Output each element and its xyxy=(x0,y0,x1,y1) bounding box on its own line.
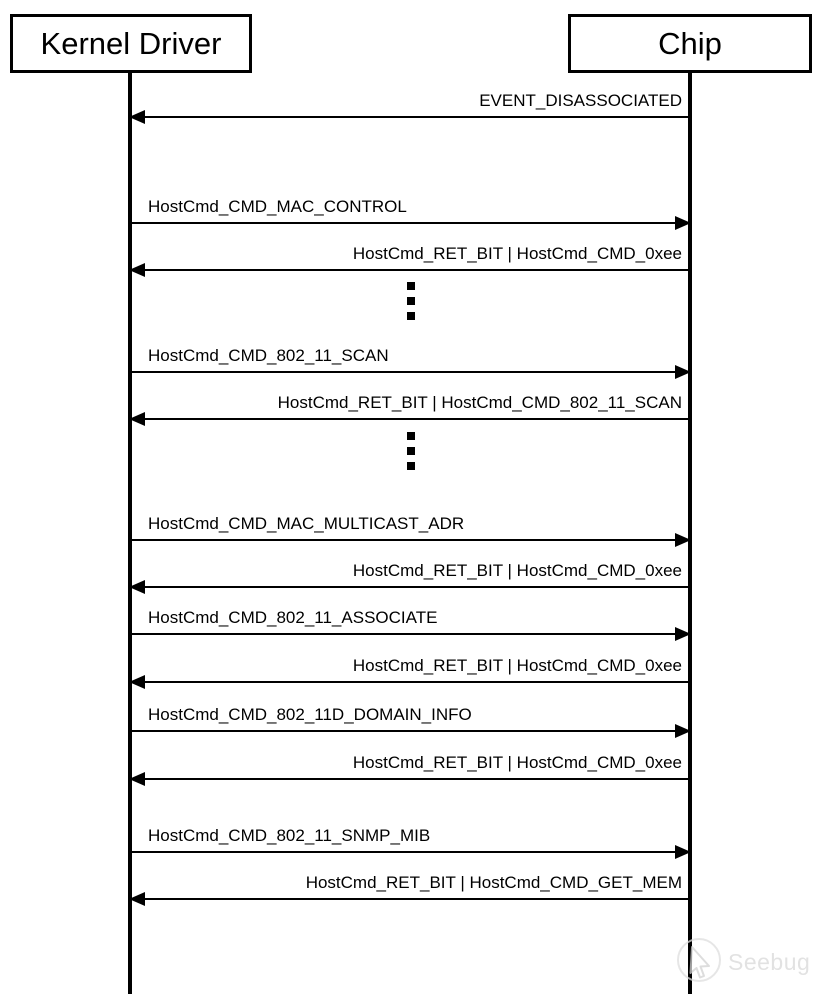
actor-box-kernel-driver: Kernel Driver xyxy=(10,14,252,73)
message-line xyxy=(130,681,690,683)
message-label: HostCmd_CMD_802_11D_DOMAIN_INFO xyxy=(148,705,472,725)
arrow-right-icon xyxy=(675,724,691,738)
message-line xyxy=(130,730,690,732)
message-line xyxy=(130,778,690,780)
message-label: HostCmd_RET_BIT | HostCmd_CMD_0xee xyxy=(352,561,682,581)
message-label: HostCmd_CMD_MAC_CONTROL xyxy=(148,197,407,217)
arrow-left-icon xyxy=(129,675,145,689)
arrow-left-icon xyxy=(129,263,145,277)
vertical-ellipsis-icon xyxy=(407,282,415,327)
message-line xyxy=(130,222,690,224)
arrow-left-icon xyxy=(129,892,145,906)
arrow-left-icon xyxy=(129,110,145,124)
message-line xyxy=(130,633,690,635)
message-label: HostCmd_RET_BIT | HostCmd_CMD_0xee xyxy=(352,244,682,264)
arrow-left-icon xyxy=(129,580,145,594)
arrow-left-icon xyxy=(129,412,145,426)
arrow-left-icon xyxy=(129,772,145,786)
message-label: HostCmd_CMD_802_11_ASSOCIATE xyxy=(148,608,438,628)
actor-label-chip: Chip xyxy=(658,26,722,61)
message-label: HostCmd_RET_BIT | HostCmd_CMD_0xee xyxy=(352,753,682,773)
message-label: HostCmd_CMD_802_11_SCAN xyxy=(148,346,389,366)
arrow-right-icon xyxy=(675,533,691,547)
seebug-watermark-text: Seebug xyxy=(728,948,811,975)
message-line xyxy=(130,898,690,900)
message-line xyxy=(130,269,690,271)
message-label: HostCmd_RET_BIT | HostCmd_CMD_0xee xyxy=(352,656,682,676)
arrow-right-icon xyxy=(675,216,691,230)
arrow-right-icon xyxy=(675,365,691,379)
vertical-ellipsis-icon xyxy=(407,432,415,477)
arrow-right-icon xyxy=(675,845,691,859)
seebug-watermark: Seebug xyxy=(676,937,812,988)
message-label: HostCmd_RET_BIT | HostCmd_CMD_GET_MEM xyxy=(305,873,682,893)
message-line xyxy=(130,539,690,541)
message-line xyxy=(130,586,690,588)
message-label: HostCmd_CMD_802_11_SNMP_MIB xyxy=(148,826,431,846)
message-line xyxy=(130,418,690,420)
actor-box-chip: Chip xyxy=(568,14,812,73)
arrow-right-icon xyxy=(675,627,691,641)
message-label: EVENT_DISASSOCIATED xyxy=(479,91,682,111)
message-line xyxy=(130,371,690,373)
lifeline-kernel-driver xyxy=(128,73,132,994)
message-line xyxy=(130,851,690,853)
seebug-logo-icon xyxy=(676,937,722,988)
actor-label-kernel-driver: Kernel Driver xyxy=(40,26,222,61)
message-label: HostCmd_RET_BIT | HostCmd_CMD_802_11_SCA… xyxy=(277,393,682,413)
message-label: HostCmd_CMD_MAC_MULTICAST_ADR xyxy=(148,514,465,534)
message-line xyxy=(130,116,690,118)
